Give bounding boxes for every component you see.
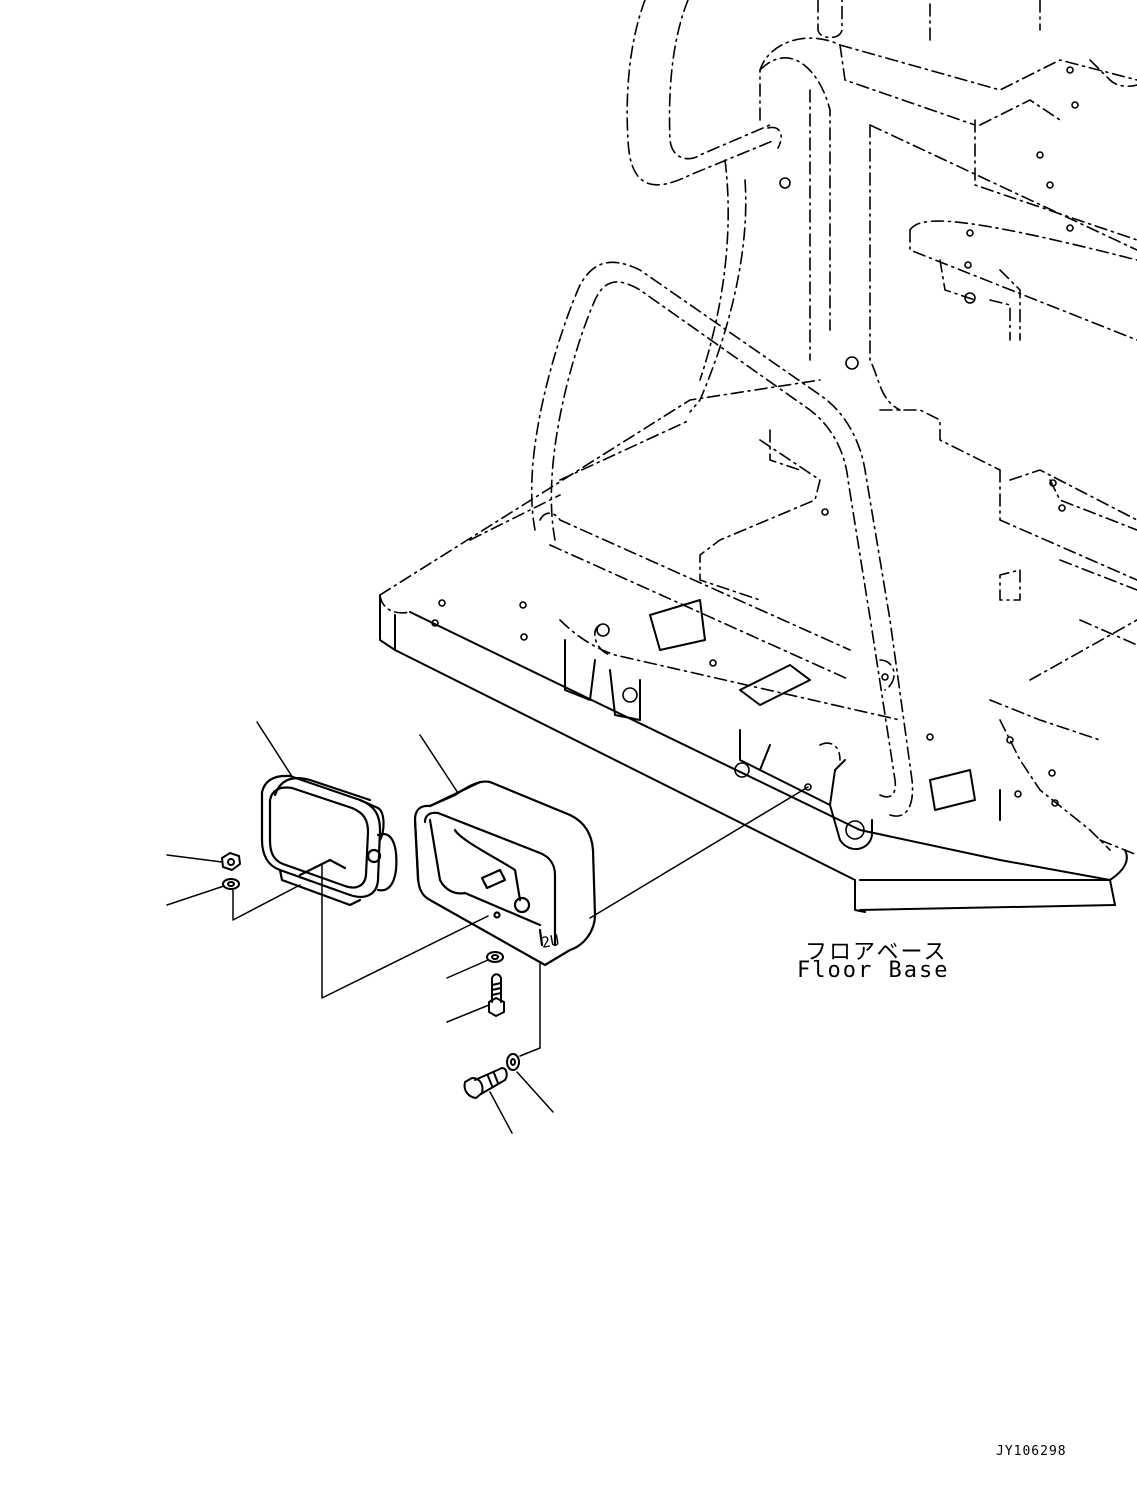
drawing-code: JY106298 bbox=[996, 1444, 1067, 1459]
leader-lines bbox=[166, 721, 809, 1134]
work-lamp bbox=[260, 774, 398, 907]
bracket-mark: 2U bbox=[540, 931, 561, 952]
nut-icon bbox=[221, 852, 241, 871]
fasteners bbox=[221, 852, 520, 1099]
bracket-mark-text: 2U bbox=[540, 931, 561, 952]
bolt-icon bbox=[488, 997, 505, 1017]
lamp-bracket bbox=[413, 780, 597, 967]
floor-base-label-en: Floor Base bbox=[797, 958, 950, 983]
floor-base bbox=[379, 594, 1128, 913]
frame-fasteners bbox=[431, 66, 1079, 840]
washer-icon bbox=[222, 878, 240, 890]
front-handrail bbox=[530, 261, 914, 817]
machine-frame bbox=[379, 0, 1137, 856]
floor-base-label-jp: フロアベース bbox=[805, 940, 948, 965]
